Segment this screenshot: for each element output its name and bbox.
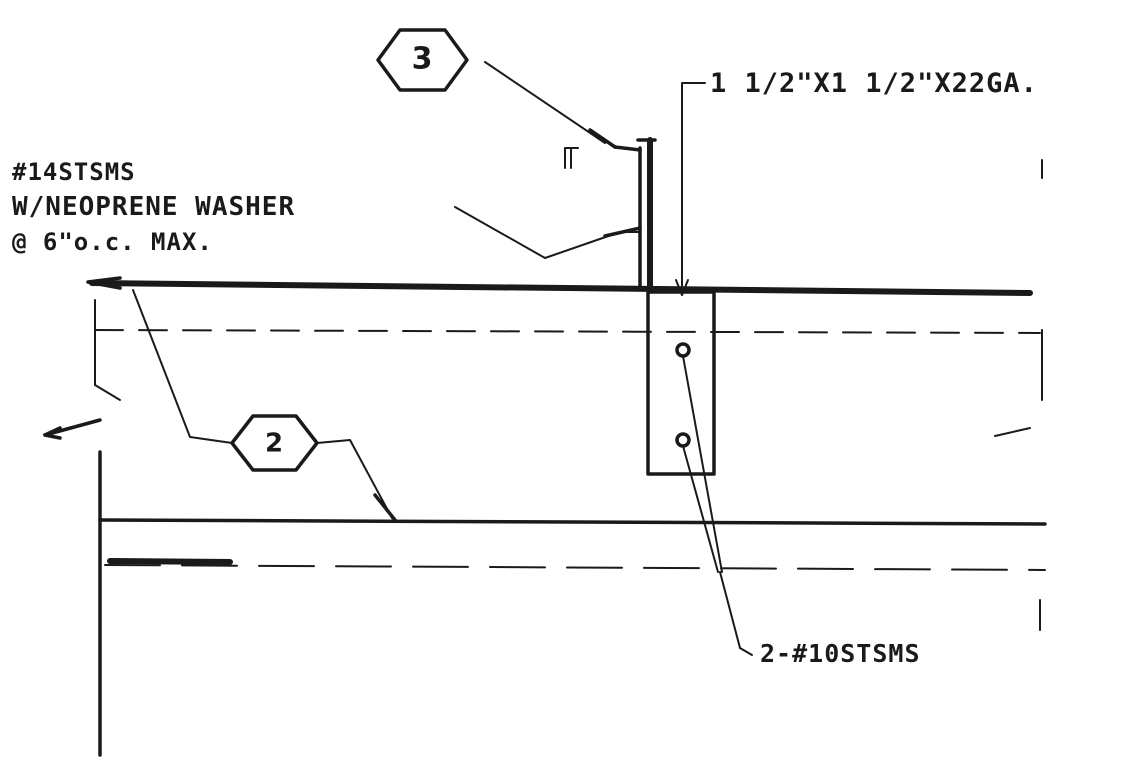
top-dashed-line <box>94 329 1041 334</box>
screw-leader-upper <box>682 355 723 573</box>
lower-flange-dashed <box>104 564 1046 571</box>
screw-hole-lower <box>675 432 691 448</box>
fastener-leader <box>454 206 641 259</box>
fastener-label-line3: @ 6"o.c. MAX. <box>12 228 213 256</box>
tag-2-text: 2 <box>265 429 283 459</box>
tag-2-leader-right <box>316 439 393 519</box>
tag-3-leader <box>484 61 606 144</box>
angle-symbol <box>564 147 579 169</box>
top-flange-arrow-head <box>86 276 122 290</box>
top-flange-line <box>89 280 1033 296</box>
left-jog <box>94 384 121 401</box>
fastener-leader-thick <box>603 226 642 238</box>
screw-leader-lower <box>682 445 719 573</box>
screws-label: 2-#10STSMS <box>760 639 921 668</box>
screw-hole-upper <box>675 342 691 358</box>
tag-3-hexagon <box>376 28 469 92</box>
tag-2-leader-right-thick <box>373 493 397 522</box>
angle-size-label: 1 1/2"X1 1/2"X22GA. <box>710 68 1038 99</box>
angle-label-arrow-head <box>675 279 689 296</box>
tag-3-leader-thick <box>588 128 617 149</box>
angle-label-leader <box>681 82 706 296</box>
tag-2-leader-left <box>132 289 233 444</box>
screw-leader-tail <box>719 571 741 649</box>
fastener-label-line2: W/NEOPRENE WASHER <box>12 192 295 222</box>
lower-flange-dashed-thick <box>107 558 233 565</box>
lower-flange-solid <box>98 518 1047 526</box>
fastener-label-line1: #14STSMS <box>12 158 136 186</box>
screw-leader-elbow <box>739 647 753 656</box>
left-arrow-head <box>43 426 62 440</box>
tag-3-text: 3 <box>412 42 433 77</box>
tag-3-leader-to-leg <box>613 145 642 152</box>
right-edge-stub <box>994 427 1031 437</box>
